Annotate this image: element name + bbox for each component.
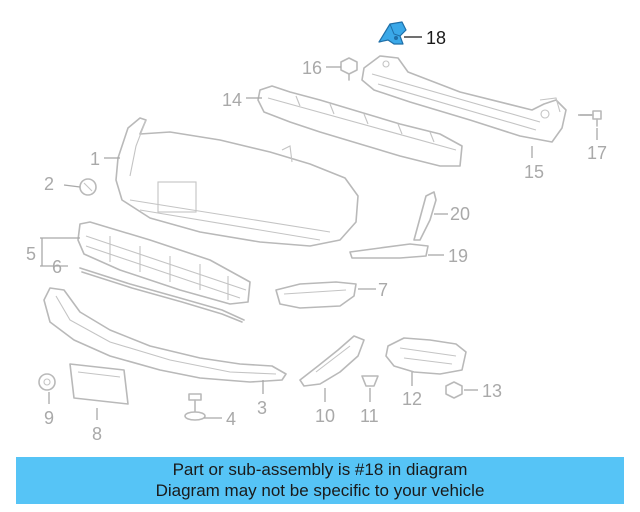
part-8-plate-bracket[interactable] [69,363,129,405]
part-9-clip[interactable] [38,373,56,391]
part-16-bolt[interactable] [340,57,358,81]
part-18-bracket[interactable] [378,21,407,45]
part-15-reinforcement[interactable] [361,55,567,143]
banner-line-2: Diagram may not be specific to your vehi… [155,481,485,500]
leader-lines [40,36,598,420]
callout-16[interactable]: 16 [302,58,322,78]
part-11-clip[interactable] [361,375,379,387]
callout-18[interactable]: 18 [426,28,446,48]
banner-line-1: Part or sub-assembly is #18 in diagram [172,460,468,479]
part-5-grille[interactable] [77,221,251,305]
part-10-bracket[interactable] [299,335,365,387]
callout-3[interactable]: 3 [257,398,267,418]
part-14-absorber[interactable] [257,85,463,167]
part-6-molding[interactable] [79,267,245,323]
part-2-plug[interactable] [79,178,97,196]
callout-9[interactable]: 9 [44,408,54,428]
callout-8[interactable]: 8 [92,424,102,444]
part-20-trim[interactable] [413,191,437,241]
part-3-spoiler[interactable] [43,287,287,383]
callout-11[interactable]: 11 [360,406,379,426]
parts-diagram: 18 16 14 17 15 1 2 20 19 5 6 7 3 10 11 1… [26,21,607,444]
callout-17[interactable]: 17 [587,143,607,163]
callout-10[interactable]: 10 [315,406,335,426]
part-12-bracket[interactable] [385,337,467,375]
callout-labels: 18 16 14 17 15 1 2 20 19 5 6 7 3 10 11 1… [26,28,607,444]
callout-14[interactable]: 14 [222,90,242,110]
callout-5[interactable]: 5 [26,244,36,264]
part-7-fog-cover[interactable] [275,281,357,309]
part-1-bumper-cover[interactable] [115,117,359,247]
callout-7[interactable]: 7 [378,280,388,300]
callout-20[interactable]: 20 [450,204,470,224]
callout-2[interactable]: 2 [44,174,54,194]
callout-6[interactable]: 6 [52,257,62,277]
callout-19[interactable]: 19 [448,246,468,266]
callout-1[interactable]: 1 [90,149,100,169]
part-19-moulding[interactable] [349,243,429,259]
callout-15[interactable]: 15 [524,162,544,182]
callout-13[interactable]: 13 [482,381,502,401]
info-banner: Part or sub-assembly is #18 in diagram D… [16,457,624,504]
part-4-screw[interactable] [184,393,206,421]
callout-4[interactable]: 4 [226,409,236,429]
part-13-nut[interactable] [445,381,463,399]
part-17-bolt[interactable] [579,110,602,127]
callout-12[interactable]: 12 [402,389,422,409]
